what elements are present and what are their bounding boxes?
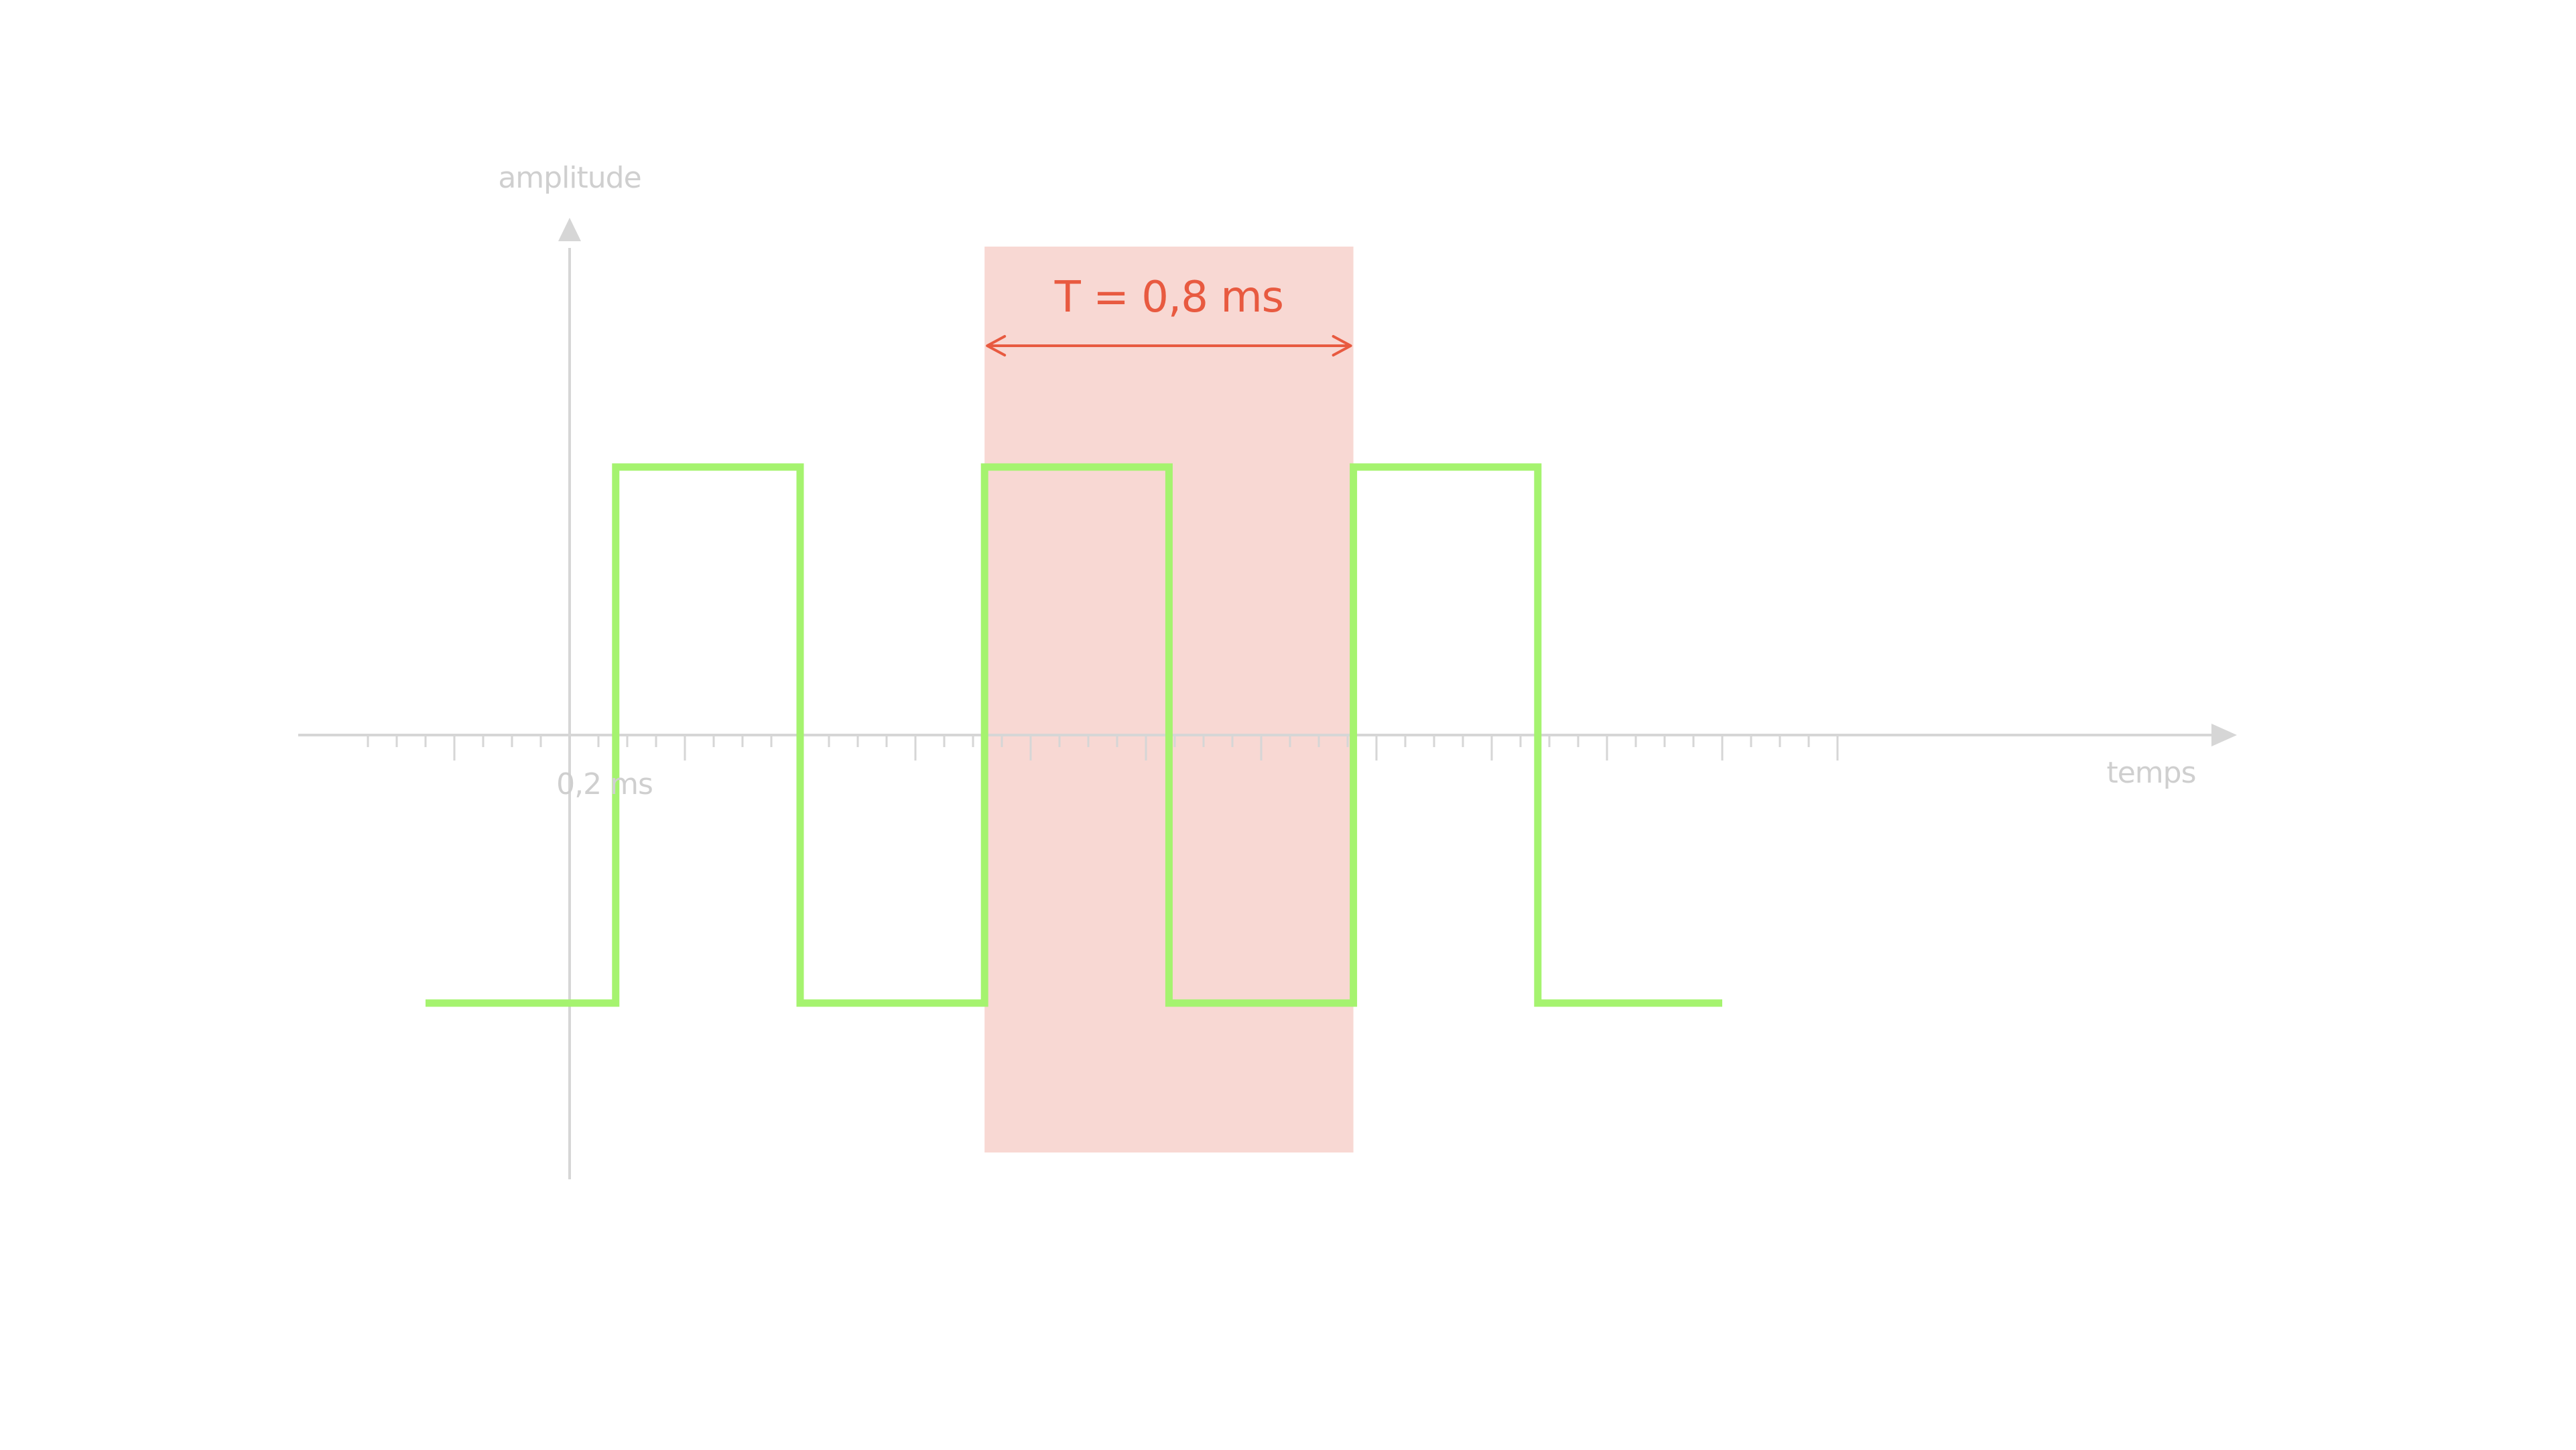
labels: amplitude temps 0,2 ms T = 0,8 ms <box>498 161 2196 801</box>
y-axis-arrow <box>558 218 581 241</box>
series-layer <box>426 463 1722 1007</box>
x-axis-arrow <box>2211 724 2237 746</box>
period-label: T = 0,8 ms <box>1054 273 1283 322</box>
period-arrow-right-head <box>1332 335 1352 356</box>
tick-label: 0,2 ms <box>556 767 653 801</box>
square-wave-line <box>426 463 1722 1007</box>
x-axis-label: temps <box>2106 756 2195 790</box>
y-axis-label: amplitude <box>498 161 641 195</box>
period-arrow-left-head <box>986 335 1007 356</box>
